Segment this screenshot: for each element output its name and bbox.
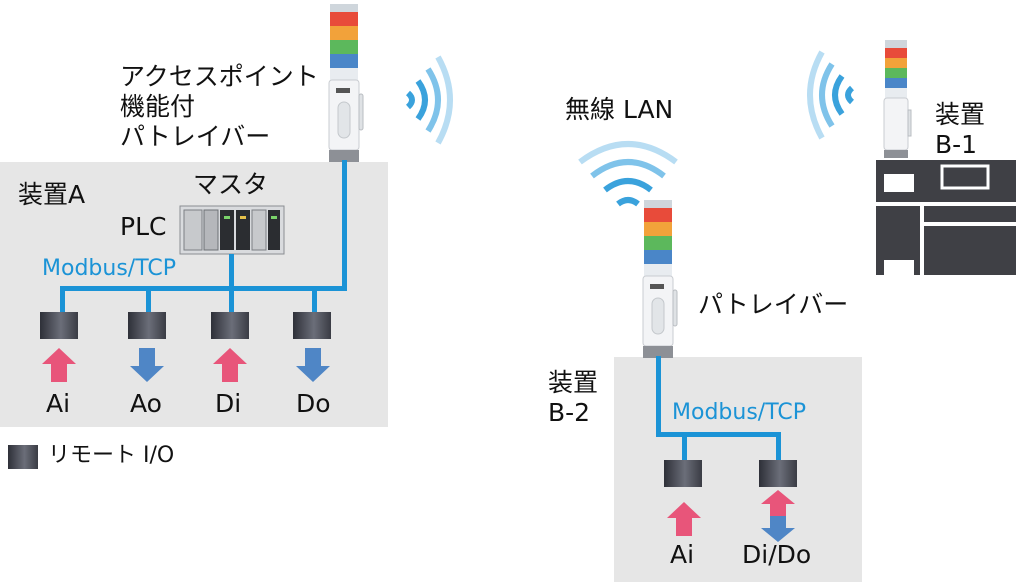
wifi-waves-right-icon [807, 50, 855, 140]
device-b2-panel [614, 357, 862, 582]
access-point-label-line3: パトレイバー [120, 122, 271, 151]
device-b2-label-line1: 装置 [548, 368, 599, 397]
patlite-label-b2: パトレイバー [698, 290, 849, 319]
remote-io-b2-ai [664, 460, 702, 487]
output-arrow-icon-ao [130, 348, 164, 382]
remote-io-ao [128, 312, 166, 339]
wire-drop-3 [229, 286, 234, 314]
legend-remote-io-swatch [8, 445, 38, 469]
wire-drop-2 [146, 286, 151, 314]
signal-label-b2-ai: Ai [670, 540, 695, 569]
remote-io-do [293, 312, 331, 339]
device-b1-label-line1: 装置 [935, 100, 986, 129]
remote-io-di [211, 312, 249, 339]
wifi-waves-center-icon [578, 141, 678, 207]
legend-remote-io-label: リモート I/O [48, 443, 175, 468]
wireless-lan-label: 無線 LAN [565, 95, 674, 124]
wire-drop-4 [312, 286, 317, 314]
wire-b2-drop-1 [682, 432, 687, 462]
input-arrow-icon-di [213, 348, 247, 382]
wire-b2-bus [656, 432, 781, 437]
wire-plc-down [229, 254, 234, 291]
signal-label-do: Do [296, 389, 331, 418]
bidirectional-arrow-icon-b2-dido [761, 490, 795, 542]
output-arrow-icon-do [296, 348, 330, 382]
signal-label-di: Di [215, 389, 242, 418]
network-label-left: Modbus/TCP [42, 256, 176, 281]
signal-tower-icon-b2 [642, 200, 678, 358]
wire-b2-tower-down [656, 356, 661, 436]
input-arrow-icon-ai [42, 348, 76, 382]
plc-label: PLC [120, 212, 167, 241]
signal-tower-icon-left [328, 4, 364, 162]
wire-bus-left [60, 286, 347, 291]
access-point-label-line2: 機能付 [120, 92, 196, 121]
wire-b2-drop-2 [776, 432, 781, 462]
input-arrow-icon-b2-ai [667, 502, 701, 536]
machine-b1-icon [876, 160, 1016, 275]
signal-label-ai: Ai [46, 389, 71, 418]
device-b2-label-line2: B-2 [548, 398, 591, 427]
network-label-b2: Modbus/TCP [672, 400, 806, 425]
master-label: マスタ [193, 170, 269, 199]
wire-drop-1 [60, 286, 65, 314]
signal-tower-icon-b1 [883, 40, 912, 158]
access-point-label-line1: アクセスポイント [120, 62, 319, 91]
signal-label-ao: Ao [130, 389, 162, 418]
device-a-label: 装置A [18, 180, 86, 209]
remote-io-ai [40, 312, 78, 339]
signal-label-b2-dido: Di/Do [742, 540, 812, 569]
plc-device-icon [179, 205, 285, 255]
remote-io-b2-dido [759, 460, 797, 487]
wire-tower-down [342, 160, 347, 290]
wifi-waves-left-icon [405, 55, 453, 145]
device-b1-label-line2: B-1 [935, 130, 978, 159]
